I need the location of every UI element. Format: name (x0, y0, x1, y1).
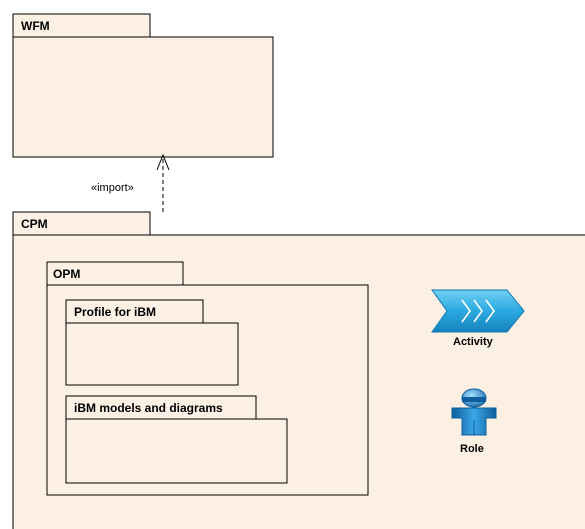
role-element[interactable]: Role (451, 388, 497, 455)
package-profile-label: Profile for iBM (74, 305, 156, 319)
import-dependency[interactable]: «import» (91, 153, 170, 212)
arrowhead-icon (156, 153, 170, 171)
role-person-icon (451, 388, 497, 436)
package-cpm-label: CPM (21, 217, 48, 231)
role-label: Role (460, 443, 484, 455)
activity-element[interactable]: Activity (431, 289, 525, 348)
package-models-label: iBM models and diagrams (74, 401, 223, 415)
package-profile[interactable]: Profile for iBM (65, 299, 239, 386)
package-opm-label: OPM (53, 267, 80, 281)
package-wfm[interactable]: WFM (12, 13, 274, 158)
package-wfm-label: WFM (21, 19, 50, 33)
activity-label: Activity (453, 336, 494, 348)
package-models[interactable]: iBM models and diagrams (65, 395, 288, 484)
activity-chevron-icon (431, 289, 525, 333)
import-label: «import» (91, 182, 134, 194)
